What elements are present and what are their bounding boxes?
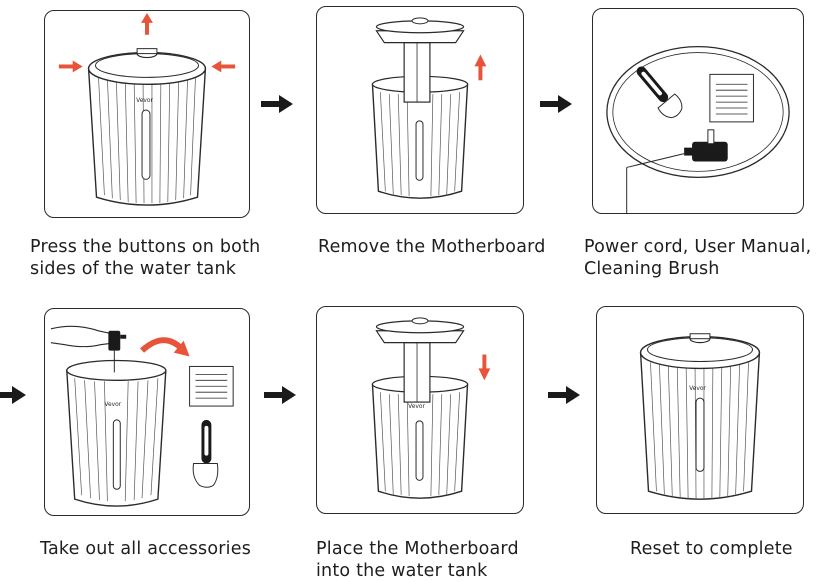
caption-line: sides of the water tank	[30, 259, 237, 279]
next-arrow	[540, 95, 572, 113]
next-arrow	[548, 386, 580, 404]
caption-line: Power cord, User Manual,	[584, 237, 812, 257]
caption-line: Take out all accessories	[40, 539, 252, 559]
step-5-caption: Place the Motherboard into the water tan…	[316, 538, 519, 582]
step-6-caption: Reset to complete	[630, 538, 793, 560]
caption-line: Press the buttons on both	[30, 237, 261, 257]
step-5-panel: Vevor	[316, 306, 524, 514]
take-out-accessories-illustration: Vevor	[50, 325, 234, 507]
svg-text:Vevor: Vevor	[104, 401, 121, 408]
step-2-caption: Remove the Motherboard	[318, 236, 546, 258]
svg-text:Vevor: Vevor	[408, 403, 425, 410]
caption-line: Remove the Motherboard	[318, 237, 546, 257]
step-3-caption: Power cord, User Manual, Cleaning Brush	[584, 236, 811, 280]
next-arrow	[261, 95, 293, 113]
step-4-panel: Vevor	[44, 308, 250, 516]
motherboard-removal-illustration	[371, 17, 487, 199]
caption-line: Cleaning Brush	[584, 259, 720, 279]
caption-line: Place the Motherboard	[316, 539, 519, 559]
place-motherboard-illustration: Vevor	[371, 317, 491, 499]
assembled-tank-illustration: Vevor	[639, 333, 761, 500]
next-arrow	[264, 386, 296, 404]
step-3-panel	[592, 8, 804, 214]
accessories-illustration	[606, 45, 790, 213]
step-1-panel: Vevor	[44, 10, 250, 218]
step-4-caption: Take out all accessories	[40, 538, 251, 560]
step-1-caption: Press the buttons on both sides of the w…	[30, 236, 260, 280]
next-arrow	[0, 386, 26, 404]
step-2-panel	[316, 6, 524, 214]
caption-line: into the water tank	[316, 561, 488, 581]
svg-text:Vevor: Vevor	[689, 385, 706, 392]
step-6-panel: Vevor	[596, 306, 804, 514]
brand-label: Vevor	[136, 97, 153, 104]
caption-line: Reset to complete	[630, 539, 793, 559]
tank-with-lid-illustration: Vevor	[58, 12, 236, 206]
